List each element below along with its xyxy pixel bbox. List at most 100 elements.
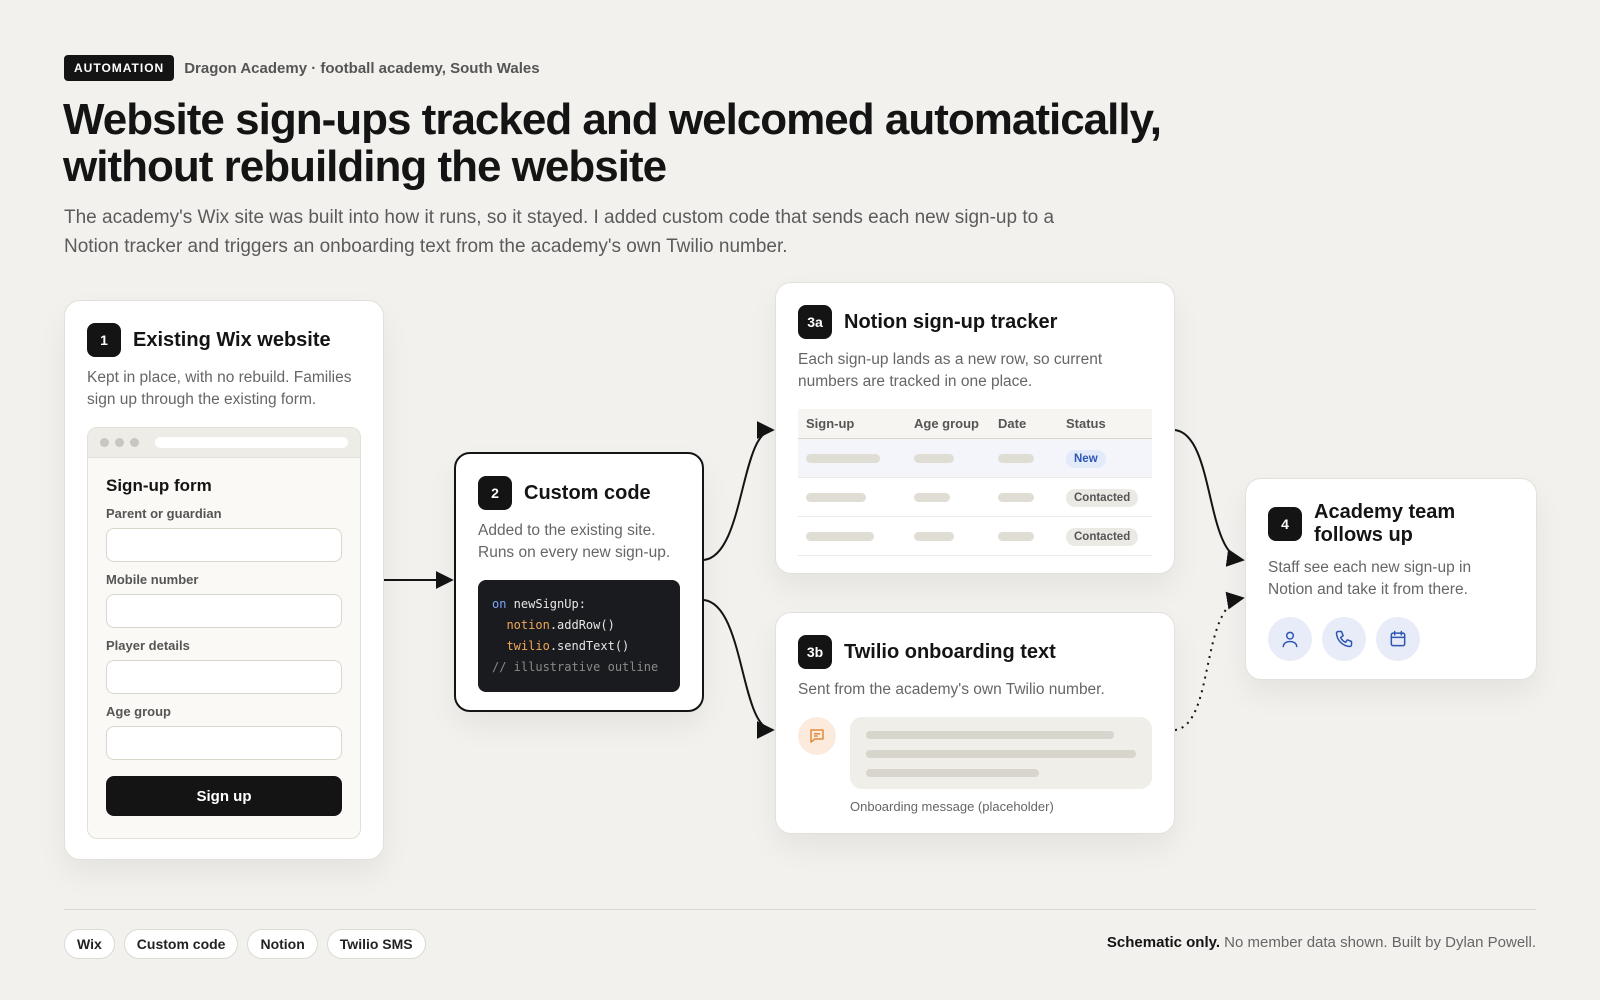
- form-title: Sign-up form: [106, 476, 212, 495]
- column-header: Age group: [906, 409, 990, 439]
- step-1-wix-website-card: 1 Existing Wix website Kept in place, wi…: [64, 300, 384, 860]
- window-dot-icon: [100, 438, 109, 447]
- arrow-2-to-3b: [703, 599, 775, 739]
- status-badge: Contacted: [1066, 488, 1139, 507]
- message-preview: [798, 717, 1152, 789]
- step-2-title: Custom code: [524, 481, 651, 504]
- step-3b-description: Sent from the academy's own Twilio numbe…: [798, 681, 1105, 698]
- code-snippet: on newSignUp: notion.addRow() twilio.sen…: [478, 580, 680, 692]
- step-4-header: 4 Academy team follows up: [1268, 501, 1514, 547]
- tracker-table: Sign-up Age group Date Status New Contac…: [798, 409, 1152, 556]
- intro-line-2: Notion tracker and triggers an onboardin…: [64, 236, 788, 257]
- signup-form: Sign-up form Parent or guardian Mobile n…: [88, 458, 360, 834]
- browser-mockup: Sign-up form Parent or guardian Mobile n…: [87, 427, 361, 839]
- step-2-badge: 2: [478, 476, 512, 510]
- field-label-guardian: Parent or guardian: [106, 506, 222, 521]
- phone-icon: [1322, 617, 1366, 661]
- table-header-row: Sign-up Age group Date Status: [798, 409, 1152, 439]
- arrow-3b-to-4: [1174, 591, 1245, 731]
- chip-notion: Notion: [247, 929, 318, 959]
- step-2-header: 2 Custom code: [478, 476, 680, 510]
- category-tag: AUTOMATION: [64, 55, 175, 81]
- step-4-team-follow-up-card: 4 Academy team follows up Staff see each…: [1245, 478, 1537, 680]
- follow-up-icons: [1268, 617, 1514, 661]
- placeholder-bar: [914, 453, 954, 463]
- table-cell: [990, 516, 1058, 556]
- table-cell: [990, 438, 1058, 478]
- step-2-custom-code-card: 2 Custom code Added to the existing site…: [454, 452, 704, 712]
- footer-divider: [64, 909, 1536, 910]
- placeholder-bar: [806, 492, 866, 502]
- table-cell: Contacted: [1058, 516, 1152, 556]
- field-label-player: Player details: [106, 638, 190, 653]
- code-keyword: on: [492, 597, 507, 611]
- step-1-title: Existing Wix website: [133, 328, 331, 351]
- client-context: Dragon Academy · football academy, South…: [184, 59, 540, 77]
- step-3a-title: Notion sign-up tracker: [844, 310, 1058, 333]
- table-cell: [906, 438, 990, 478]
- page-title: Website sign-ups tracked and welcomed au…: [63, 96, 1263, 190]
- placeholder-bar: [998, 453, 1034, 463]
- step-2-description: Added to the existing site. Runs on ever…: [478, 522, 671, 561]
- footer-note-text: No member data shown. Built by Dylan Pow…: [1220, 934, 1536, 951]
- placeholder-bar: [914, 531, 954, 541]
- step-3a-badge: 3a: [798, 305, 832, 339]
- step-1-header: 1 Existing Wix website: [87, 323, 361, 357]
- placeholder-line: [866, 769, 1039, 777]
- table-row: Contacted: [798, 516, 1152, 556]
- code-comment: // illustrative outline: [492, 660, 659, 674]
- code-notion: notion: [506, 618, 550, 632]
- step-1-badge: 1: [87, 323, 121, 357]
- status-badge: New: [1066, 449, 1106, 468]
- step-3a-notion-tracker-card: 3a Notion sign-up tracker Each sign-up l…: [775, 282, 1175, 574]
- player-details-input[interactable]: [106, 660, 342, 694]
- table-cell: [798, 438, 906, 478]
- step-3a-header: 3a Notion sign-up tracker: [798, 305, 1152, 339]
- table-cell: New: [1058, 438, 1152, 478]
- title-line-2: without rebuilding the website: [63, 142, 667, 191]
- browser-toolbar: [88, 428, 360, 458]
- status-badge: Contacted: [1066, 527, 1139, 546]
- calendar-icon: [1376, 617, 1420, 661]
- placeholder-bar: [806, 531, 874, 541]
- step-3a-description: Each sign-up lands as a new row, so curr…: [798, 351, 1103, 390]
- placeholder-bar: [998, 531, 1034, 541]
- code-event: newSignUp:: [506, 597, 586, 611]
- table-cell: [906, 516, 990, 556]
- table-cell: [798, 516, 906, 556]
- message-caption: Onboarding message (placeholder): [850, 799, 1054, 814]
- step-4-title: Academy team follows up: [1314, 501, 1456, 546]
- guardian-input[interactable]: [106, 528, 342, 562]
- table-cell: [798, 477, 906, 517]
- step-3b-title: Twilio onboarding text: [844, 640, 1056, 663]
- table-row: Contacted: [798, 477, 1152, 517]
- column-header: Date: [990, 409, 1058, 439]
- step-1-description: Kept in place, with no rebuild. Families…: [87, 369, 352, 408]
- person-icon: [1268, 617, 1312, 661]
- age-group-input[interactable]: [106, 726, 342, 760]
- placeholder-bar: [998, 492, 1034, 502]
- sign-up-button[interactable]: Sign up: [106, 776, 342, 816]
- eyebrow: AUTOMATION Dragon Academy · football aca…: [64, 55, 540, 81]
- chip-wix: Wix: [64, 929, 115, 959]
- placeholder-bar: [914, 492, 950, 502]
- footer-note-bold: Schematic only.: [1106, 934, 1221, 951]
- field-label-mobile: Mobile number: [106, 572, 199, 587]
- window-dot-icon: [130, 438, 139, 447]
- placeholder-line: [866, 750, 1136, 758]
- table-cell: [990, 477, 1058, 517]
- chip-twilio-sms: Twilio SMS: [326, 929, 426, 959]
- chip-custom-code: Custom code: [123, 929, 239, 959]
- step-4-description: Staff see each new sign-up in Notion and…: [1268, 559, 1472, 598]
- table-row: New: [798, 438, 1152, 478]
- footer-note: Schematic only. No member data shown. Bu…: [1107, 934, 1536, 951]
- field-label-age: Age group: [106, 704, 171, 719]
- code-addrow: .addRow(): [549, 618, 615, 632]
- arrow-3a-to-4: [1174, 429, 1245, 567]
- table-cell: Contacted: [1058, 477, 1152, 517]
- table-cell: [906, 477, 990, 517]
- address-bar: [155, 437, 348, 448]
- mobile-input[interactable]: [106, 594, 342, 628]
- window-dot-icon: [115, 438, 124, 447]
